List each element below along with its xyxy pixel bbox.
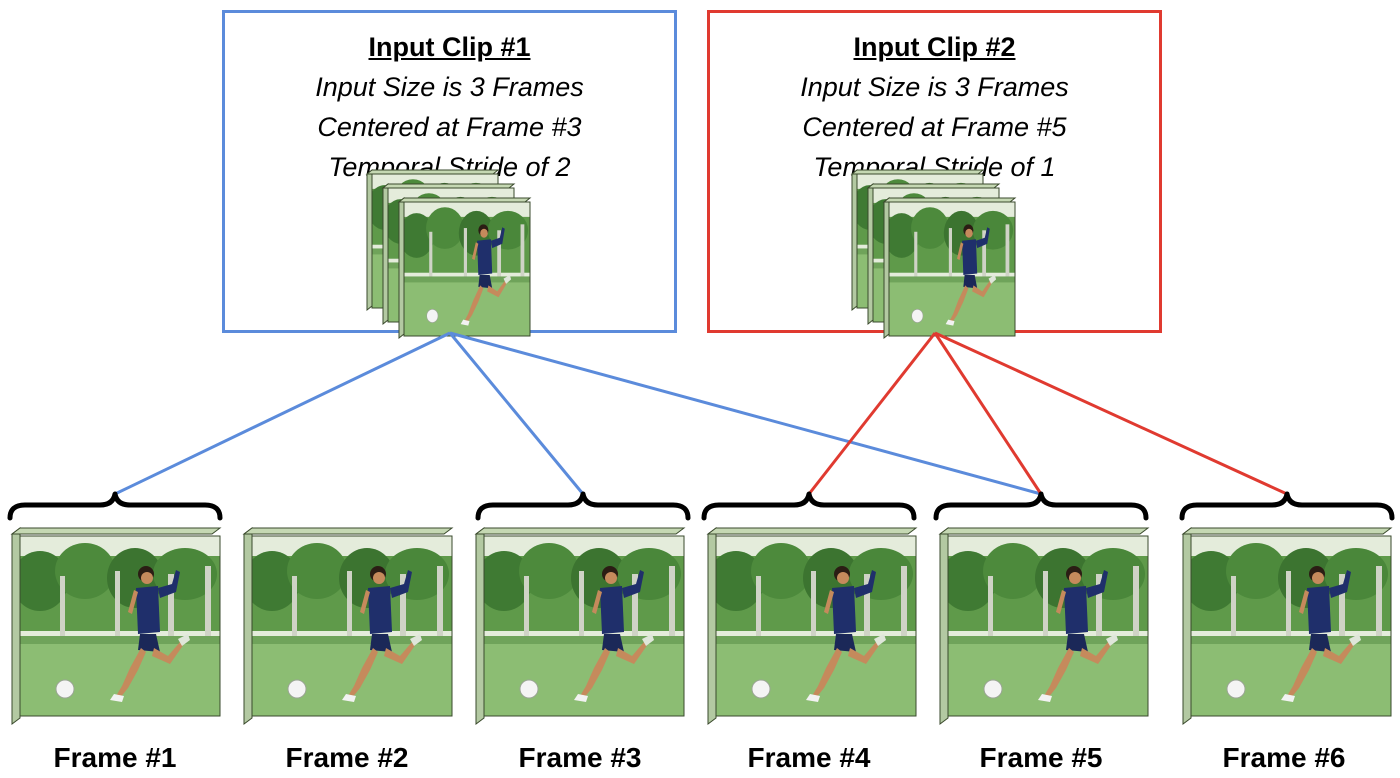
frame-5-label: Frame #5 (979, 742, 1103, 773)
frame-6-image (1183, 528, 1391, 724)
frame-1-image (12, 528, 220, 724)
frame-1-label: Frame #1 (53, 742, 177, 773)
frame-5-brace (933, 491, 1149, 521)
input-clip-2-center: Centered at Frame #5 (802, 112, 1067, 142)
input-clip-1-title: Input Clip #1 (368, 32, 531, 62)
clip-2-to-frame-6-line (934, 331, 1288, 496)
input-clip-2-size: Input Size is 3 Frames (800, 72, 1069, 102)
frame-5-image (940, 528, 1148, 724)
frame-3-label: Frame #3 (518, 742, 642, 773)
clip-1-to-frame-3-line (448, 332, 585, 495)
frame-3-brace (475, 491, 691, 521)
frame-6-brace (1179, 491, 1395, 521)
frame-1-brace (7, 491, 223, 521)
frame-4-image (708, 528, 916, 724)
frame-2-image (244, 528, 452, 724)
input-clip-2-stack (852, 170, 1015, 338)
input-clip-1-center: Centered at Frame #3 (317, 112, 582, 142)
input-clip-2-title: Input Clip #2 (853, 32, 1016, 62)
clip-2-to-frame-4-line (807, 332, 937, 495)
frame-3-image (476, 528, 684, 724)
frame-6-label: Frame #6 (1222, 742, 1346, 773)
frame-2-label: Frame #2 (285, 742, 409, 773)
frame-4-label: Frame #4 (747, 742, 871, 773)
clip-1-to-frame-1-line (114, 331, 451, 496)
clip-2-to-frame-5-line (933, 332, 1043, 495)
connection-lines (114, 331, 1288, 496)
input-clip-1-stack (367, 170, 530, 338)
clip-1-to-frame-5-line (449, 331, 1042, 496)
frame-4-brace (701, 491, 917, 521)
input-clip-1-size: Input Size is 3 Frames (315, 72, 584, 102)
